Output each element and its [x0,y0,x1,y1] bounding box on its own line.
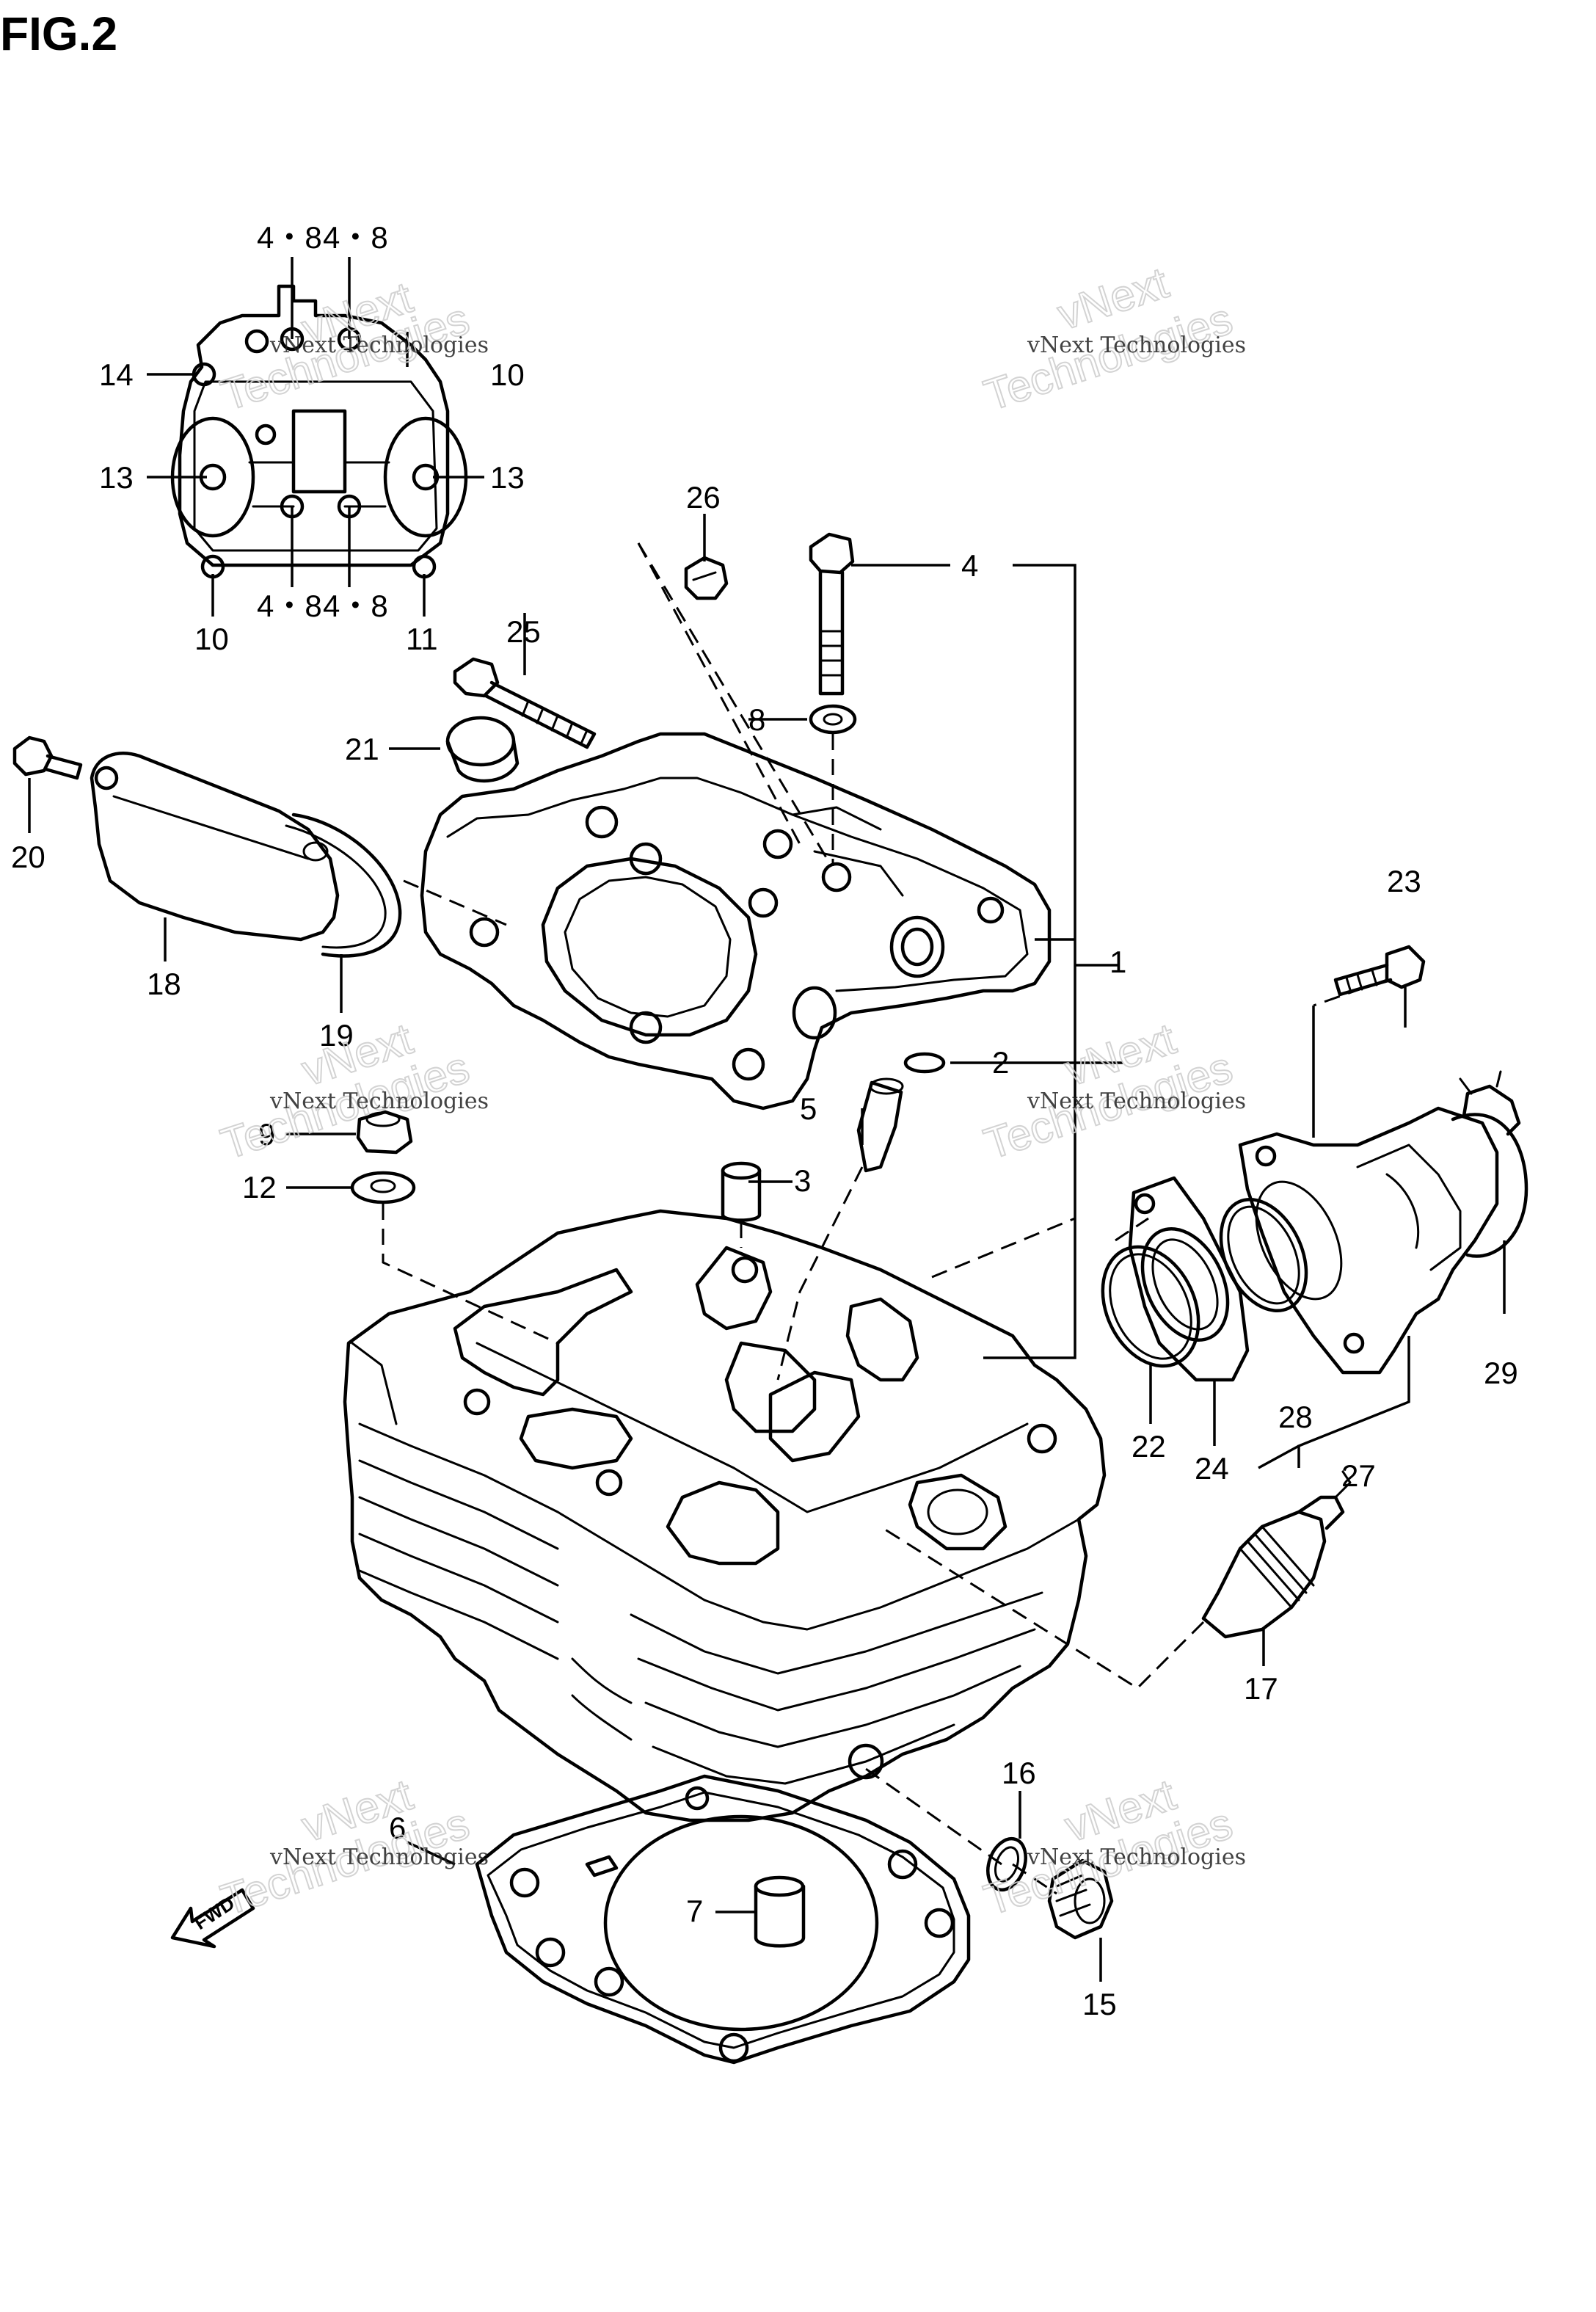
callout-10-bottom: 10 [194,622,229,656]
callout-4-8-bottom-right: 4・8 [323,589,388,623]
callout-16: 16 [1002,1756,1036,1790]
main-leader-lines [28,514,1506,1982]
watermark-top-right: vNext Technologies vNext Technologies [977,257,1246,421]
callout-10-top: 10 [490,357,525,392]
watermark-mid-right: vNext Technologies vNext Technologies [977,1013,1246,1169]
watermark-text: vNext Technologies [269,1088,489,1114]
watermark-text: vNext Technologies [1027,1844,1246,1870]
watermark-bottom-left: vNext Technologies vNext Technologies [214,1769,489,1925]
callout-23: 23 [1387,864,1421,898]
inset-bolt-order-drawing [170,284,468,579]
o-ring-19-drawing [285,813,402,958]
callout-19: 19 [319,1018,354,1053]
callout-4-8-top-right: 4・8 [323,220,388,255]
dashed-assembly-lines [382,542,1388,1895]
callout-3: 3 [794,1163,811,1198]
callout-18: 18 [147,967,181,1001]
callout-8: 8 [748,702,765,737]
dowel-3-drawing [721,1161,762,1222]
nut-9-drawing [356,1110,413,1155]
head-gasket-6-drawing [475,1774,971,2065]
callout-13-left: 13 [99,460,134,495]
cylinder-head-drawing [343,1209,1107,1822]
nut-26-drawing [684,556,729,600]
watermark-text: vNext Technologies [269,332,489,358]
callout-17: 17 [1244,1671,1278,1706]
intake-pipe-27-drawing [1238,1106,1499,1375]
callout-4: 4 [961,548,978,583]
callout-5: 5 [800,1091,817,1126]
bolt-4-drawing [809,532,855,696]
washer-8-drawing [809,704,857,735]
washer-12-drawing [350,1171,416,1204]
spark-plug-17-drawing [1201,1470,1352,1639]
callout-12: 12 [242,1170,277,1204]
watermark-text: vNext Technologies [1027,1088,1246,1114]
cylinder-head-cover-drawing [420,732,1052,1110]
bolt-20-drawing [12,735,83,780]
callout-24: 24 [1195,1451,1229,1486]
callout-1: 1 [1109,945,1126,979]
o-ring-2-drawing [903,1052,946,1074]
watermark-top-left: vNext Technologies vNext Technologies [214,272,489,421]
o-ring-28-drawing [1219,1197,1308,1313]
callout-13-right: 13 [490,460,525,495]
callout-25: 25 [506,614,541,649]
figure-title: FIG.2 [0,7,117,60]
callout-7: 7 [686,1894,703,1928]
callout-20: 20 [11,840,45,874]
callout-29: 29 [1484,1356,1518,1390]
watermark-text: vNext Technologies [269,1844,489,1870]
watermark-mid-left: vNext Technologies vNext Technologies [214,1013,489,1169]
callout-4-8-top-left: 4・8 [257,220,322,255]
insulator-24-drawing [1128,1176,1250,1382]
callout-14: 14 [99,357,134,392]
cap-5-drawing [856,1077,904,1173]
callout-26: 26 [686,480,721,515]
bolt-23-drawing [1333,945,1426,997]
callout-9: 9 [258,1117,275,1152]
bolt-25-drawing [453,657,597,749]
dowel-7-drawing [754,1875,806,1948]
callout-6: 6 [389,1811,406,1845]
cap-18-drawing [90,752,340,942]
watermark-text: vNext Technologies [1027,332,1246,358]
inset-leader-lines [147,257,484,617]
callout-11: 11 [406,622,438,656]
callout-28: 28 [1278,1400,1313,1434]
callout-21: 21 [345,732,379,766]
plug-15-drawing [1047,1858,1114,1940]
callout-22: 22 [1132,1429,1166,1464]
callout-4-8-bottom-left: 4・8 [257,589,322,623]
callout-2: 2 [992,1045,1009,1080]
callout-27: 27 [1341,1458,1376,1493]
clamp-29-drawing [1451,1070,1528,1258]
callout-15: 15 [1082,1987,1117,2021]
seal-21-drawing [445,716,520,783]
